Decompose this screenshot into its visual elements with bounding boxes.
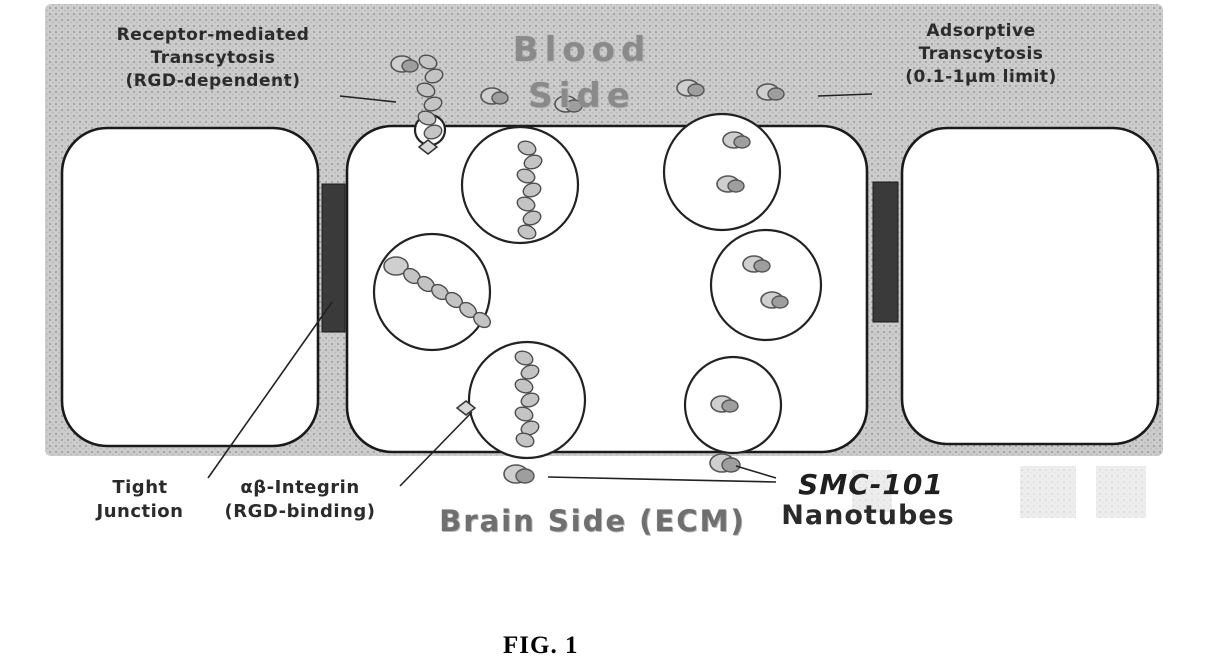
texture-patch-group [852,466,1146,518]
smc101-label: SMC-101 [798,468,944,501]
particle [742,255,771,273]
nanotube-chain-top [416,54,444,155]
particle [760,291,789,309]
integrin-label: αβ-Integrin (RGD-binding) [224,477,376,523]
tight-junction-right [872,181,899,323]
particle [676,79,705,97]
figure-caption: FIG. 1 [503,632,579,659]
nanotube-chain-diagonal [383,256,491,329]
vesicle-top-left [460,125,580,245]
smc101-particle-right [709,453,741,473]
brain-side-label: Brain Side (ECM) [439,504,746,538]
particle [710,395,739,413]
particle [554,95,583,113]
nanotube-chain-vesicle-top [516,140,543,240]
smc101-particle-left [503,464,535,484]
leader-adsorptive [817,93,873,97]
nanotubes-label: Nanotubes [781,500,955,531]
adsorptive-label: Adsorptive Transcytosis (0.1-1μm limit) [905,21,1057,87]
leader-receptor [339,95,397,103]
particle [480,87,509,105]
right-endothelial-cell [900,126,1160,446]
leader-tight-junction [207,301,333,479]
vesicle-mid-right [709,228,823,342]
nanotube-chain-bottom [455,350,540,448]
left-endothelial-cell [60,126,320,448]
leader-integrin [399,411,473,487]
particle [716,175,745,193]
diagram-svg [45,4,1163,518]
tight-junction-left [321,183,346,333]
leader-smc101-left [547,476,777,483]
particle [722,131,751,149]
blood-side-label: Blood Side [512,30,652,116]
receptor-mediated-label: Receptor-mediated Transcytosis (RGD-depe… [116,25,310,91]
vesicle-top-right [662,112,782,232]
integrin-receptor-diamond [455,400,477,416]
particle [390,55,419,73]
particle [756,83,785,101]
tight-junction-label: Tight Junction [96,477,184,523]
leader-smc101-right [735,465,777,479]
